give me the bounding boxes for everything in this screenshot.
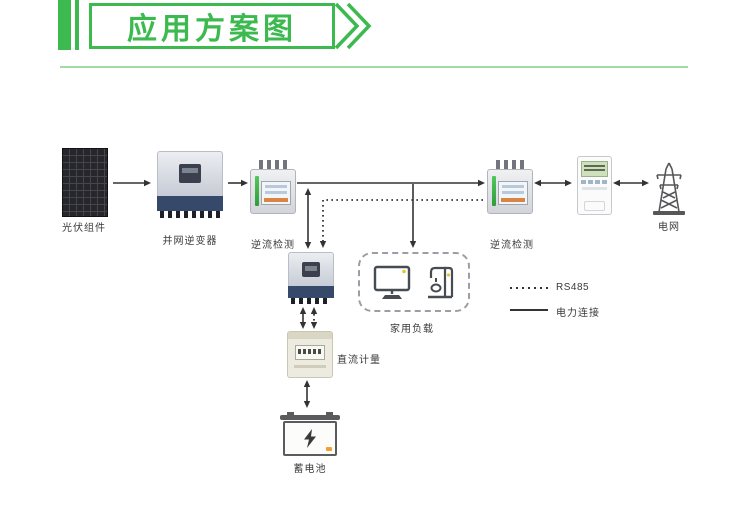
meter-pins (496, 160, 524, 169)
page-title: 应用方案图 (127, 13, 297, 46)
header-accent-bar-thin (75, 0, 79, 50)
storage-battery (280, 412, 340, 456)
meter-body (487, 169, 533, 214)
line-dcmeter-to-battery (303, 380, 311, 408)
battery-label: 蓄电池 (293, 464, 327, 475)
inverter-base (157, 196, 223, 211)
meter-led (255, 176, 259, 206)
reverse-current-detector-2 (487, 160, 533, 214)
monitor-icon (373, 265, 411, 299)
dc-meter-top (288, 332, 332, 339)
header-accent-bar (58, 0, 71, 50)
line-pv-to-inverter (113, 179, 151, 187)
header-divider (60, 66, 688, 68)
line-inverter-to-reverse1 (228, 179, 248, 187)
reverse-current-detector-1-label: 逆流检测 (251, 240, 295, 251)
battery-indicator (326, 447, 332, 451)
battery-body (283, 421, 337, 456)
inverter-base (288, 286, 334, 298)
chevron-right-icon (334, 2, 372, 50)
inverter-terminals (160, 211, 220, 218)
storage-inverter (288, 252, 334, 304)
dc-meter-label: 直流计量 (337, 355, 381, 366)
line-power-bus (297, 179, 485, 187)
energy-meter-terminal-cover (584, 201, 605, 211)
reverse-current-detector-2-label: 逆流检测 (490, 240, 534, 251)
lightning-icon (304, 429, 316, 448)
dc-meter-display (295, 345, 325, 360)
inverter-body (157, 151, 223, 196)
pv-module-label: 光伏组件 (62, 223, 106, 234)
reverse-current-detector-1 (250, 160, 296, 214)
legend-power-label: 电力连接 (556, 308, 600, 319)
line-rs485-bus (319, 199, 483, 248)
inverter-body (288, 252, 334, 286)
energy-meter-display (581, 161, 608, 177)
grid-inverter-label: 并网逆变器 (162, 236, 218, 247)
meter-display (261, 181, 291, 205)
legend-rs485-label: RS485 (556, 282, 590, 293)
legend-rs485-line (510, 287, 548, 289)
line-storage-inverter-to-dcmeter-rs485 (310, 307, 318, 329)
energy-meter (577, 156, 612, 215)
meter-led (492, 176, 496, 206)
coffee-machine-icon (428, 266, 454, 299)
inverter-display (302, 262, 320, 277)
dc-meter (287, 331, 333, 378)
battery-terminal (326, 412, 333, 416)
meter-display (498, 181, 528, 205)
page-title-box: 应用方案图 (89, 3, 335, 49)
meter-body (250, 169, 296, 214)
energy-meter-buttons (581, 180, 608, 184)
transmission-tower-icon (653, 162, 685, 215)
meter-pins (259, 160, 287, 169)
battery-lid (280, 415, 340, 420)
grid-inverter (157, 151, 223, 218)
line-storage-inverter-to-dcmeter-power (299, 307, 307, 329)
legend-power-line (510, 309, 548, 311)
grid-label: 电网 (658, 222, 680, 233)
household-load-box (358, 252, 470, 312)
line-reverse2-to-meter (534, 179, 572, 187)
inverter-terminals (291, 298, 331, 304)
household-load-label: 家用负载 (390, 324, 434, 335)
inverter-display (179, 164, 201, 183)
battery-terminal (287, 412, 294, 416)
pv-module (62, 148, 108, 217)
line-meter-to-grid (613, 179, 649, 187)
line-bus-to-load (409, 184, 417, 248)
